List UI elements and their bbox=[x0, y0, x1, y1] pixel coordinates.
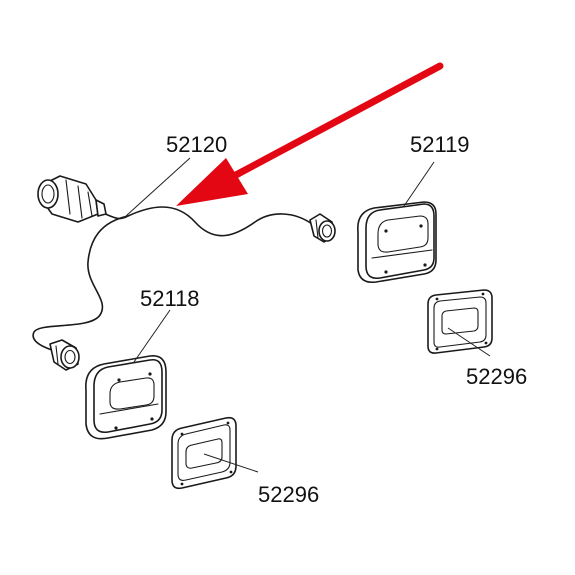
label-lens-left: 52296 bbox=[258, 482, 319, 507]
lens-left bbox=[171, 416, 237, 490]
harness-cable-left bbox=[32, 215, 129, 351]
label-lens-right: 52296 bbox=[466, 364, 527, 389]
lens-right bbox=[427, 289, 493, 354]
wiring-harness bbox=[32, 175, 336, 371]
label-lamp-left: 52118 bbox=[140, 286, 200, 311]
cable-connector-icon bbox=[49, 339, 80, 371]
trailer-plug-icon bbox=[37, 175, 107, 223]
leader-52118 bbox=[133, 309, 171, 363]
leader-lines bbox=[125, 157, 491, 473]
leader-52296-right bbox=[447, 327, 491, 357]
leader-52296-left bbox=[203, 453, 259, 473]
red-arrow-icon bbox=[176, 62, 444, 206]
leader-52120 bbox=[125, 157, 191, 217]
label-harness: 52120 bbox=[166, 132, 227, 157]
label-lamp-right: 52119 bbox=[410, 132, 470, 157]
rear-lamp-left bbox=[85, 355, 167, 440]
leader-52119 bbox=[403, 161, 435, 207]
rear-lamp-right bbox=[357, 201, 437, 284]
cable-connector-icon bbox=[309, 213, 336, 243]
